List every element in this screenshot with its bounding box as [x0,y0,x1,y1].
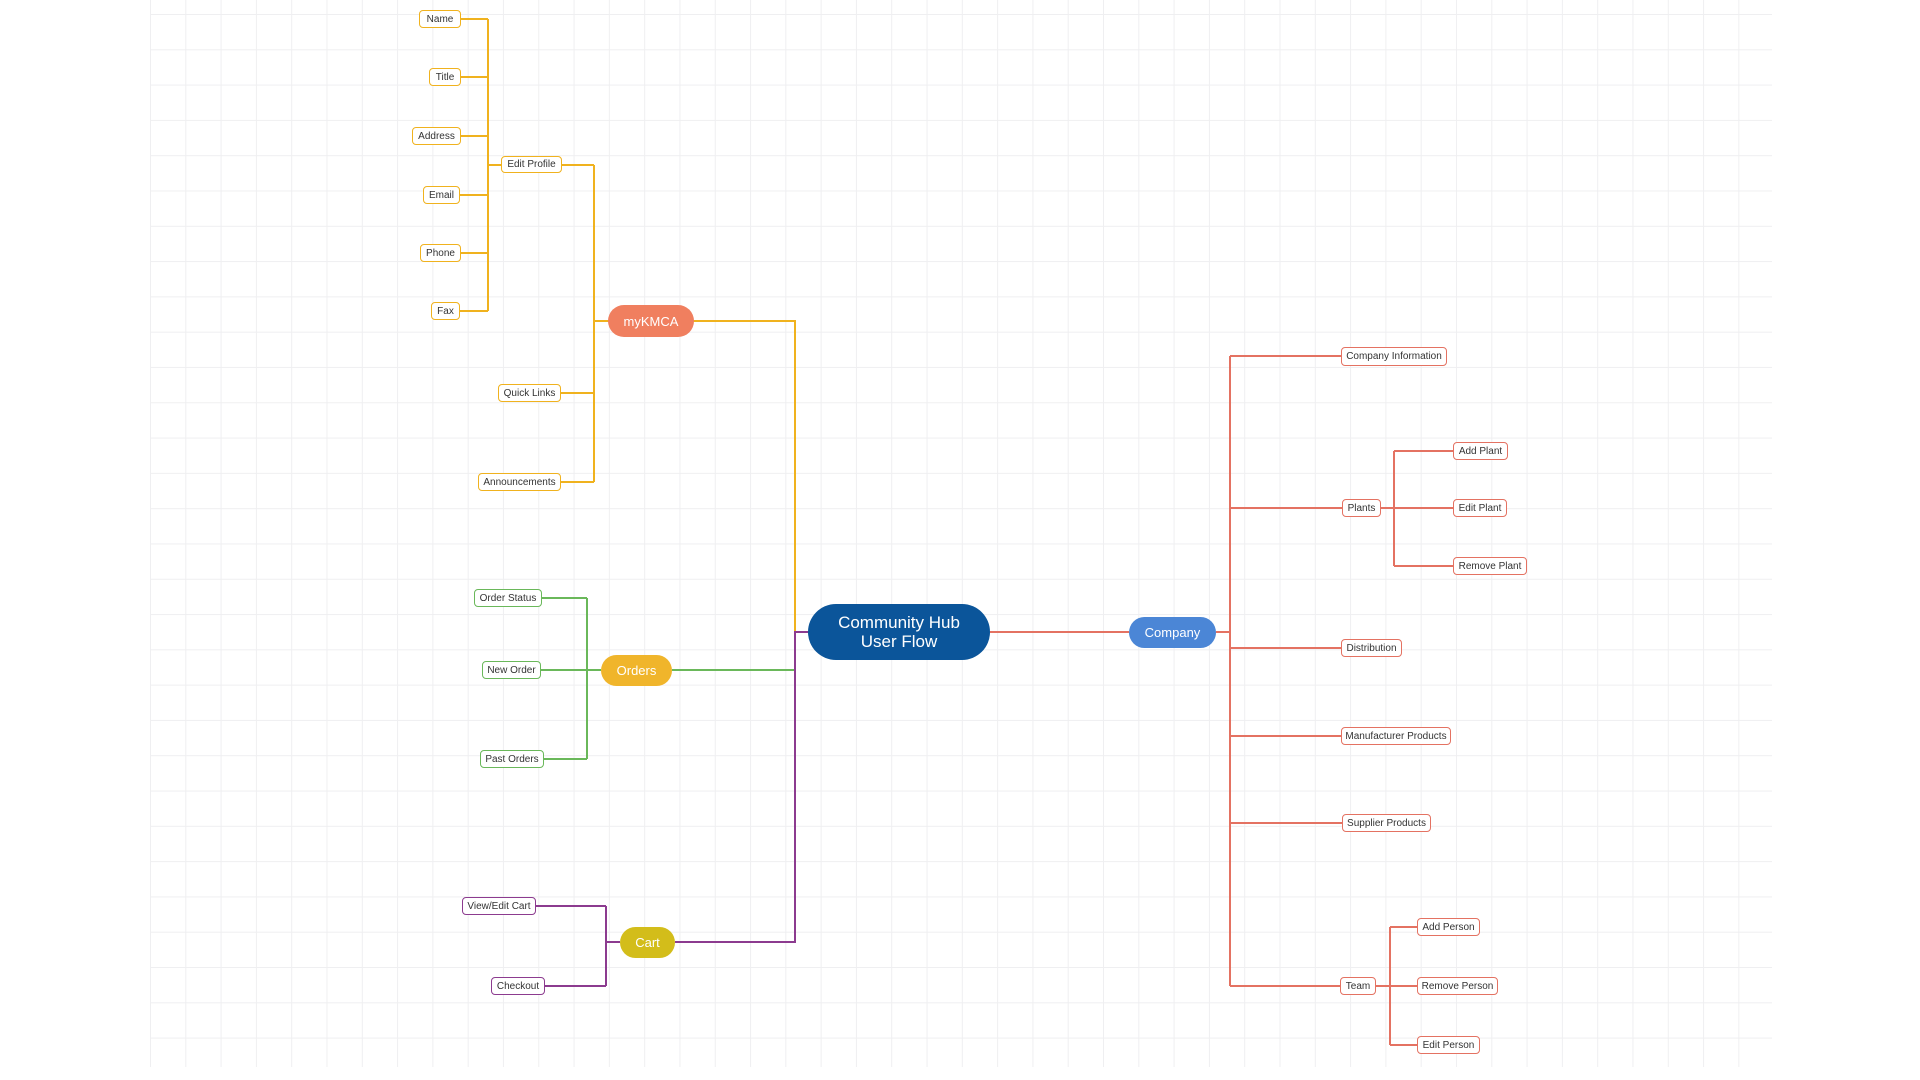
edit-plant-node[interactable]: Edit Plant [1453,499,1507,517]
plants-node[interactable]: Plants [1342,499,1381,517]
orders-connectors [541,597,795,760]
edit-person-node[interactable]: Edit Person [1417,1036,1480,1054]
remove-person-node[interactable]: Remove Person [1417,977,1498,995]
connector-company-children [1216,355,1342,987]
edit-profile-node[interactable]: Edit Profile [501,156,562,173]
past-orders-node[interactable]: Past Orders [480,750,544,768]
manufacturer-products-node[interactable]: Manufacturer Products [1341,727,1451,745]
phone-field-node[interactable]: Phone [420,244,461,262]
root-title-line1: Community Hub [838,613,960,632]
cart-connectors [536,631,809,987]
quick-links-node[interactable]: Quick Links [498,384,561,402]
cart-node[interactable]: Cart [620,927,675,958]
connector-plants-children [1381,450,1453,567]
title-field-node[interactable]: Title [429,68,461,86]
connector-cart-children [536,905,620,987]
distribution-node[interactable]: Distribution [1341,639,1402,657]
checkout-node[interactable]: Checkout [491,977,545,995]
order-status-node[interactable]: Order Status [474,589,542,607]
new-order-node[interactable]: New Order [482,661,541,679]
view-edit-cart-node[interactable]: View/Edit Cart [462,897,536,915]
name-field-node[interactable]: Name [419,10,461,28]
remove-plant-node[interactable]: Remove Plant [1453,557,1527,575]
connector-edit-profile-fields [460,18,501,312]
company-connectors [990,355,1453,1046]
company-node[interactable]: Company [1129,617,1216,648]
fax-field-node[interactable]: Fax [431,302,460,320]
team-node[interactable]: Team [1340,977,1376,995]
background-grid [150,0,1772,1067]
orders-node[interactable]: Orders [601,655,672,686]
supplier-products-node[interactable]: Supplier Products [1342,814,1431,832]
root-node[interactable]: Community Hub User Flow [808,604,990,660]
root-title-line2: User Flow [860,632,938,651]
email-field-node[interactable]: Email [423,186,460,204]
connector-root-cart [675,631,809,943]
connector-mykcma-children [561,164,609,483]
address-field-node[interactable]: Address [412,127,461,145]
company-information-node[interactable]: Company Information [1341,347,1447,366]
add-person-node[interactable]: Add Person [1417,918,1480,936]
connector-root-mykcma [693,320,809,633]
connector-team-children [1376,926,1417,1046]
add-plant-node[interactable]: Add Plant [1453,442,1508,460]
mykcma-node[interactable]: myKMCA [608,305,694,337]
connector-orders-children [541,597,601,760]
announcements-node[interactable]: Announcements [478,473,561,491]
